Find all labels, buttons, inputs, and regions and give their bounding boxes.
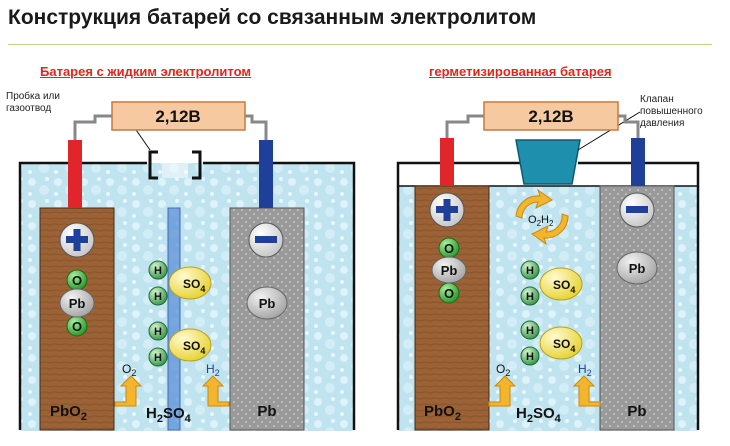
sulfate-label: SO xyxy=(183,339,200,353)
hydrogen-label: H xyxy=(154,326,162,338)
svg-text:SO4: SO4 xyxy=(553,337,575,354)
valve-note-line-2: повышенного xyxy=(640,106,703,117)
cycle-label: O2H2 xyxy=(528,214,554,228)
valve-icon xyxy=(515,139,581,185)
hydrogen-label: H xyxy=(526,351,534,363)
right-o2-label: O2 xyxy=(496,362,510,378)
left-minus-sign xyxy=(248,222,284,258)
right-h2so4-molecule-2: SO4 H H xyxy=(520,320,583,366)
left-plus-sign xyxy=(59,222,95,258)
sulfate-label: SO xyxy=(553,337,570,351)
lead-label: Pb xyxy=(69,296,86,311)
lead-label: Pb xyxy=(441,263,458,278)
right-heading: герметизированная батарея xyxy=(429,64,612,79)
right-battery: 2,12В O O Pb Pb xyxy=(396,101,700,431)
left-plug-icon xyxy=(148,150,202,180)
sulfate-label: SO xyxy=(553,278,570,292)
hydrogen-label: H xyxy=(154,265,162,277)
right-voltage-box xyxy=(483,101,619,131)
left-pbo2-label: PbO2 xyxy=(50,403,87,423)
neg-lead-label: Pb xyxy=(629,261,646,276)
left-case-wall-right xyxy=(203,161,356,430)
cycle-arrow-top xyxy=(515,188,553,219)
left-o2-label: O2 xyxy=(122,362,136,378)
left-plug-body xyxy=(162,152,188,178)
right-negative-terminal xyxy=(631,138,645,186)
right-h2so4-molecule-1: SO4 H H xyxy=(520,260,583,306)
left-pb-label: Pb xyxy=(257,403,276,420)
oxygen-label: O xyxy=(72,319,82,334)
left-wires xyxy=(73,114,268,140)
left-h2-arrow xyxy=(201,375,230,407)
left-negative-terminal xyxy=(259,140,273,208)
right-plus-sign xyxy=(429,192,465,228)
lead-atom xyxy=(59,288,95,318)
title-divider xyxy=(8,44,712,45)
sulfate-sub: 4 xyxy=(570,285,575,295)
sulfate-label: SO xyxy=(183,277,200,291)
oxygen-label: O xyxy=(72,273,82,288)
left-pbo2-molecule: O O Pb xyxy=(59,269,95,337)
valve-note: Клапан повышенного давления xyxy=(640,94,703,130)
oxygen-label: O xyxy=(444,286,454,301)
right-h2-arrow xyxy=(572,375,601,407)
left-voltage-box xyxy=(111,101,246,131)
hydrogen-label: H xyxy=(526,325,534,337)
right-pbo2-molecule: O O Pb xyxy=(431,237,467,304)
right-h2so4-label: H2SO4 xyxy=(516,405,562,425)
hydrogen-label: H xyxy=(154,291,162,303)
right-positive-terminal xyxy=(440,138,454,186)
left-voltage-label: 2,12В xyxy=(155,107,200,126)
hydrogen-label: H xyxy=(526,291,534,303)
left-h2so4-molecule-1: SO4 H H xyxy=(148,260,212,306)
left-h2so4-label: H2SO4 xyxy=(146,405,192,425)
left-separator xyxy=(167,207,181,431)
right-case-wall-right xyxy=(578,161,700,430)
right-o2-arrow xyxy=(488,375,517,407)
plug-note: Пробка или газоотвод xyxy=(6,91,60,115)
left-h2so4-molecule-2: SO4 H H xyxy=(148,321,212,367)
sulfate-sub: 4 xyxy=(570,344,575,354)
plug-note-line-2: газоотвод xyxy=(6,103,52,114)
left-positive-terminal xyxy=(68,140,82,208)
valve-note-line-1: Клапан xyxy=(640,94,674,105)
page-title: Конструкция батарей со связанным электро… xyxy=(8,6,537,29)
hydrogen-label: H xyxy=(526,265,534,277)
hydrogen-label: H xyxy=(154,352,162,364)
left-pb-atom: Pb xyxy=(246,286,288,320)
neg-lead-label: Pb xyxy=(259,296,276,311)
left-heading: Батарея с жидким электролитом xyxy=(40,64,252,79)
recombination-cycle: O2H2 xyxy=(515,188,569,246)
svg-text:SO4: SO4 xyxy=(183,277,205,294)
left-h2-label: H2 xyxy=(206,362,220,378)
right-h2-label: H2 xyxy=(578,362,592,378)
valve-pointer xyxy=(577,111,641,151)
svg-text:SO4: SO4 xyxy=(183,339,205,356)
svg-text:SO4: SO4 xyxy=(553,278,575,295)
left-battery: 2,12В O O Pb Pb xyxy=(18,101,356,431)
right-pb-label: Pb xyxy=(627,403,646,420)
right-voltage-label: 2,12В xyxy=(528,107,573,126)
right-minus-sign xyxy=(619,192,655,228)
left-case-wall-left xyxy=(18,161,147,430)
valve-note-line-3: давления xyxy=(640,118,685,129)
sulfate-sub: 4 xyxy=(200,284,205,294)
right-case-wall-left xyxy=(396,161,520,430)
plug-note-line-1: Пробка или xyxy=(6,91,60,102)
right-pbo2-label: PbO2 xyxy=(424,403,461,423)
right-wires xyxy=(445,114,640,138)
cycle-arrow-bottom xyxy=(531,213,569,246)
sulfate-sub: 4 xyxy=(200,346,205,356)
oxygen-label: O xyxy=(444,241,454,256)
right-pb-atom: Pb xyxy=(616,251,658,285)
left-o2-arrow xyxy=(114,375,143,407)
